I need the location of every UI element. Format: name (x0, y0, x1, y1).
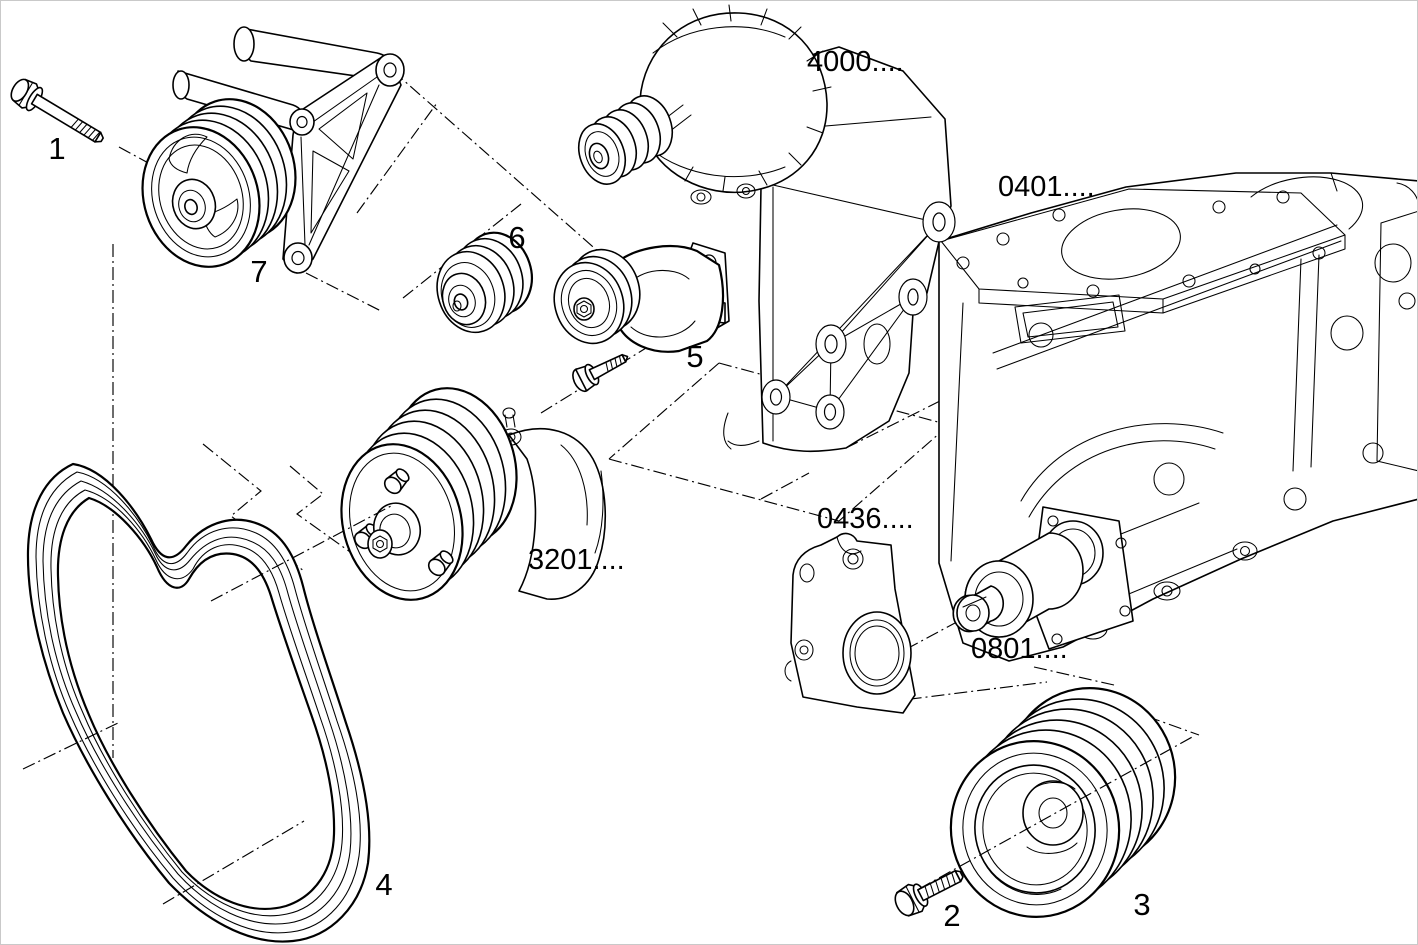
belt-tensioner (553, 242, 730, 393)
cylinder-bore-partial (1250, 176, 1364, 230)
bolt-2 (894, 869, 964, 917)
cylinder-bore (1061, 208, 1181, 280)
timing-cover-plate (784, 532, 916, 714)
part-code-label-0: 4000.... (807, 46, 904, 78)
callout-6-label: 6 (508, 220, 525, 255)
crankshaft-front-stub (952, 506, 1134, 650)
water-pump (340, 387, 606, 601)
crankshaft-pulley (949, 687, 1177, 918)
callout-1-label: 1 (48, 131, 65, 166)
callout-3-label: 3 (1133, 887, 1150, 922)
idler-pulley (436, 231, 533, 334)
alignment-lines-front (22, 505, 1195, 905)
callout-5-label: 5 (686, 339, 703, 374)
alternator (577, 4, 832, 205)
labels-layer: 1 2 3 4 5 6 7 4000.... 0401.... 3201.... 0436.... 0… (48, 46, 1150, 933)
tensioner-bolt (572, 353, 629, 393)
water-pump-pulley (340, 387, 518, 601)
bolt-1 (10, 78, 104, 143)
alternator-pulley (577, 95, 674, 185)
serpentine-belt (26, 462, 371, 943)
part-code-label-4: 0801.... (971, 633, 1068, 665)
callout-2-label: 2 (943, 898, 960, 933)
pulley-bracket-assembly (141, 26, 405, 274)
part-code-label-2: 3201.... (528, 544, 625, 576)
callout-4-label: 4 (375, 867, 392, 902)
part-code-label-3: 0436.... (817, 503, 914, 535)
grooved-pulley-7 (141, 98, 297, 268)
part-code-label-1: 0401.... (998, 171, 1095, 203)
callout-7-label: 7 (250, 254, 267, 289)
